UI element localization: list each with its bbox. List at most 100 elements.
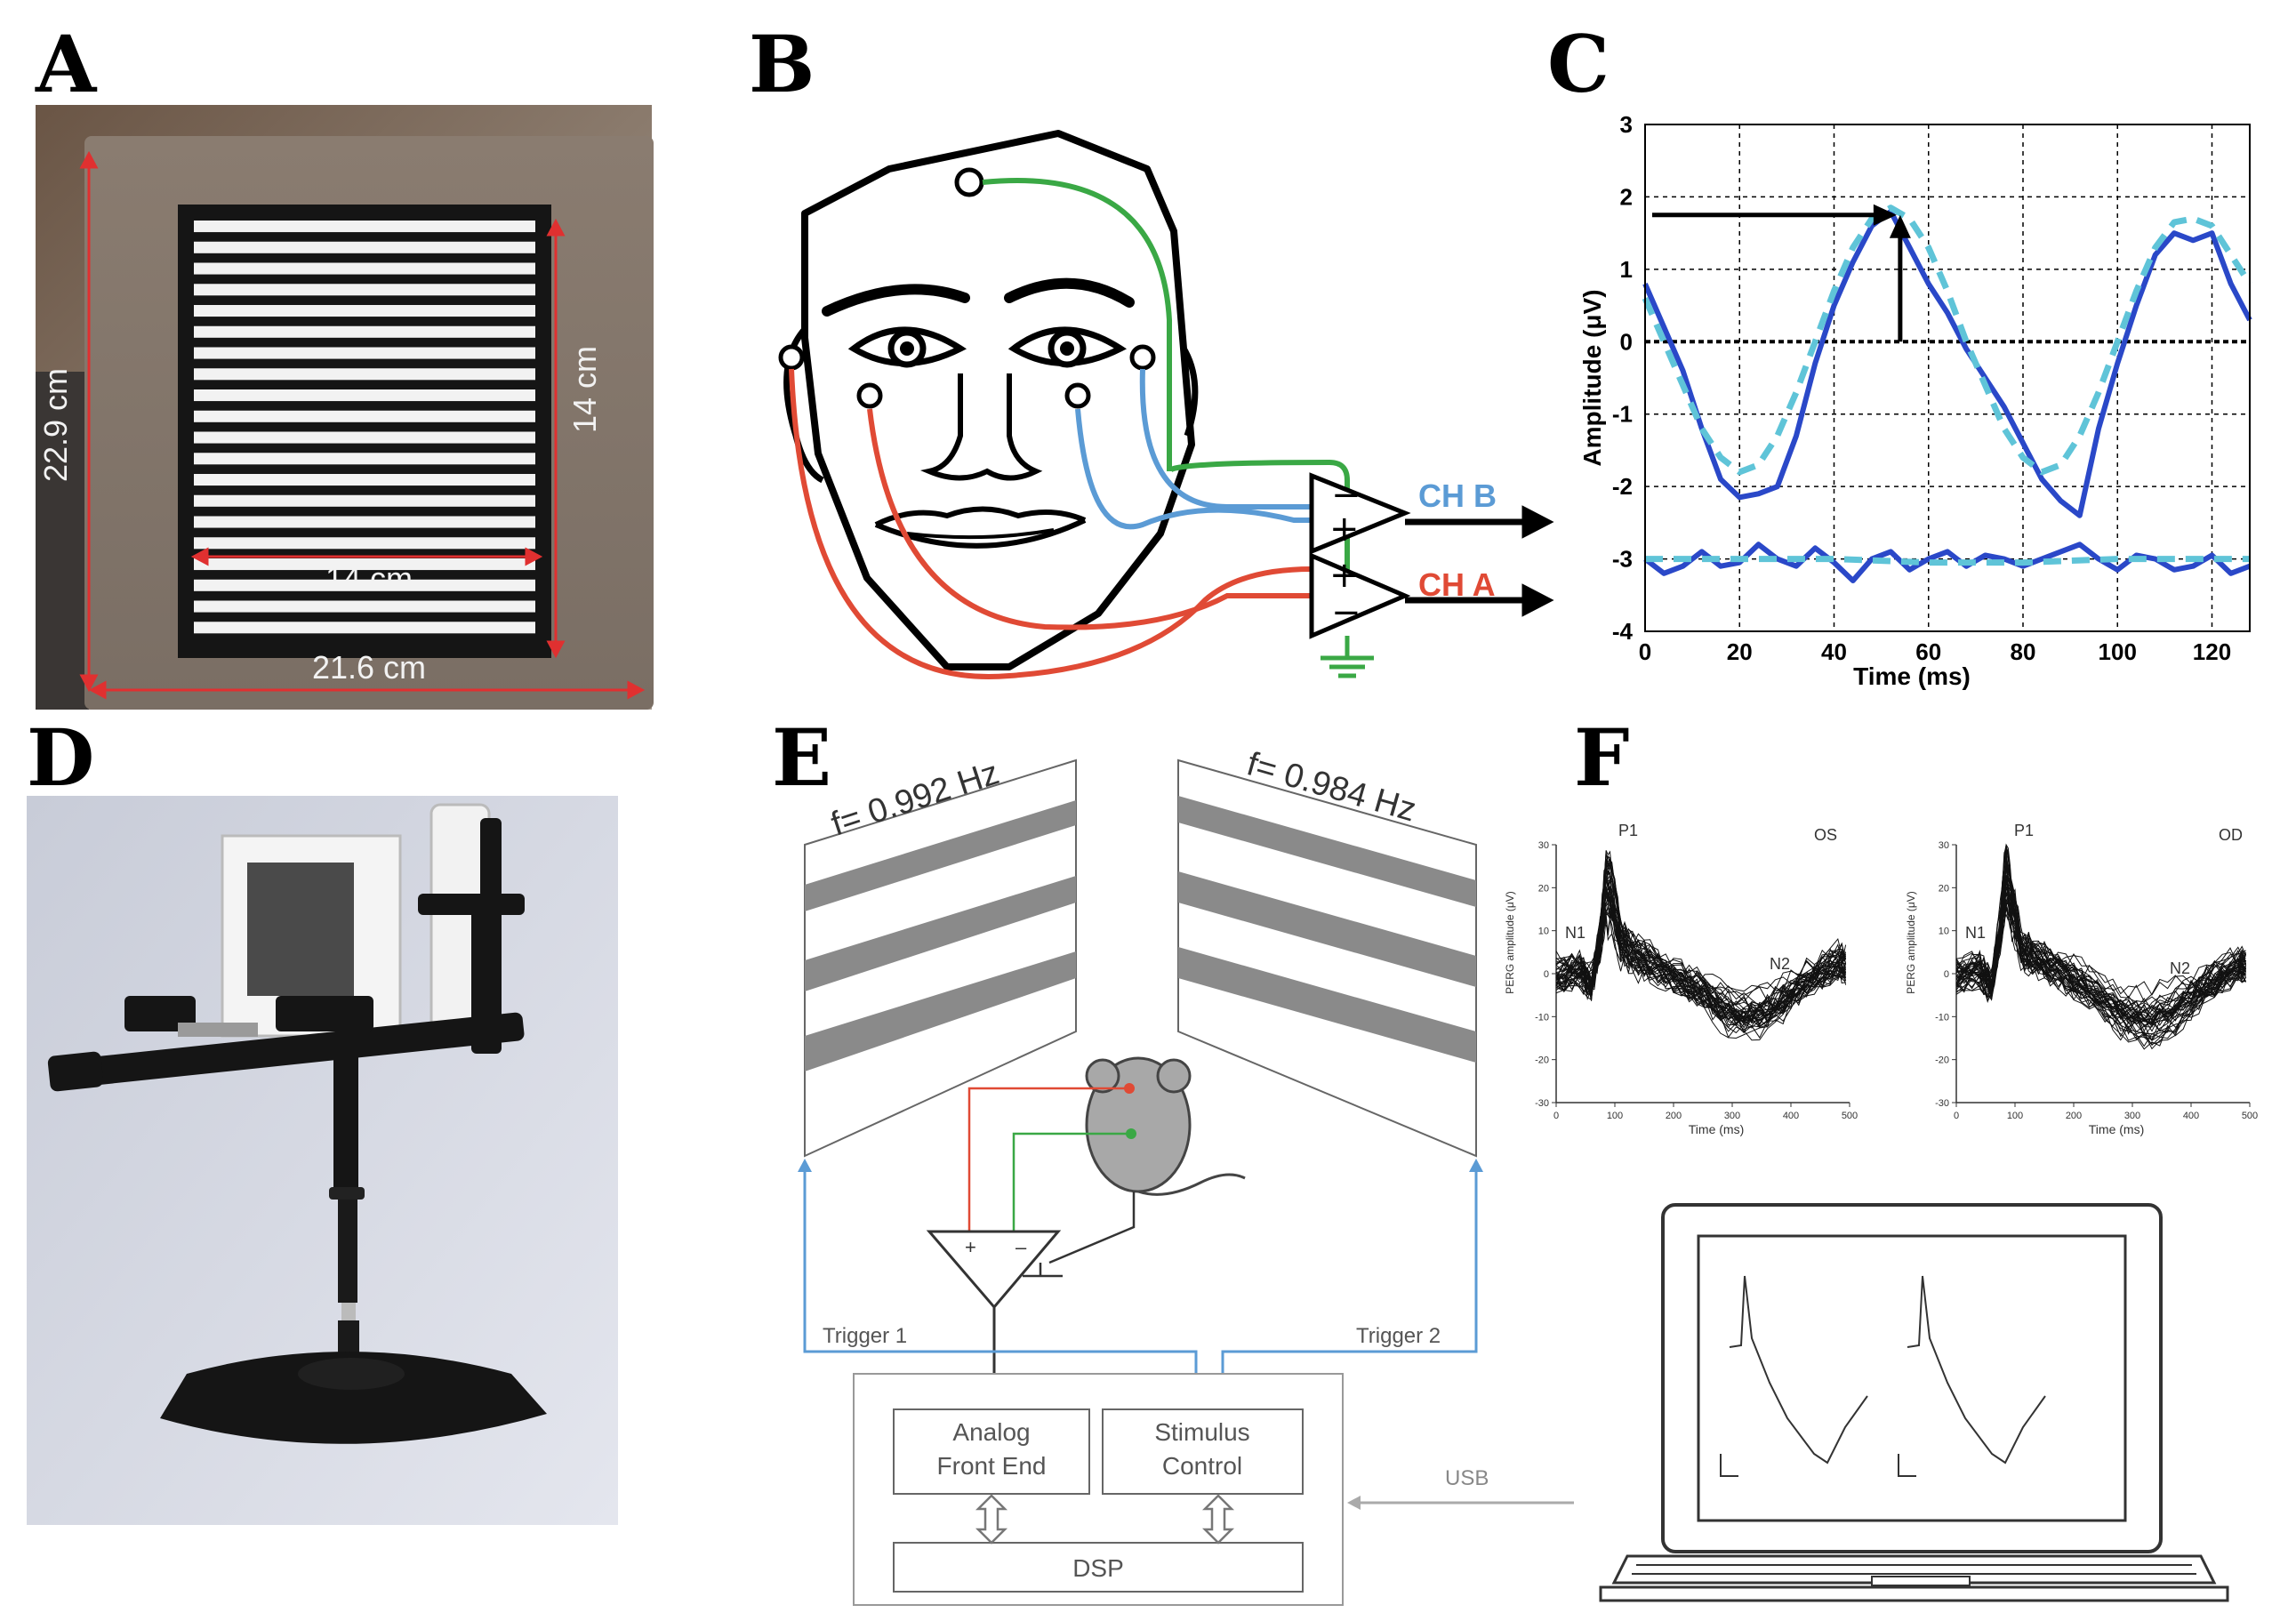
laptop-screen xyxy=(1697,1234,2127,1522)
chart-ylabel: Amplitude (μV) xyxy=(1578,289,1606,466)
y-tick-label: -3 xyxy=(1612,546,1633,573)
screen-waveform-1 xyxy=(1729,1275,1868,1465)
x-tick-label: 80 xyxy=(2011,638,2036,665)
perg-trace xyxy=(1555,913,1846,1023)
dim-inner-width: 14 cm xyxy=(325,560,413,597)
peak-arrowhead-vertical xyxy=(1889,214,1911,238)
svg-text:N1: N1 xyxy=(1965,924,1986,942)
peak-arrowhead-horizontal xyxy=(1873,204,1897,226)
grating-stripe xyxy=(194,305,535,317)
svg-text:N2: N2 xyxy=(2170,959,2190,977)
wire-red-plus xyxy=(789,368,1313,679)
y-tick-label: 2 xyxy=(1620,183,1633,210)
dsp-label: DSP xyxy=(1072,1554,1124,1582)
y-tick-label: -1 xyxy=(1612,401,1633,428)
perg-y-tick: 30 xyxy=(1939,840,1949,851)
wire-red-minus xyxy=(867,408,1312,630)
perg-y-tick: -30 xyxy=(1935,1098,1949,1109)
perg-trace xyxy=(1555,855,1847,1020)
perg-x-tick: 400 xyxy=(2183,1111,2199,1121)
left-grating xyxy=(804,758,1077,1158)
svg-text:PERG amplitude (μV): PERG amplitude (μV) xyxy=(1504,891,1516,994)
perg-y-tick: 20 xyxy=(1538,883,1549,894)
perg-x-tick: 200 xyxy=(1666,1111,1682,1121)
series-line-0 xyxy=(1642,208,2252,518)
dim-inner-height: 14 cm xyxy=(566,346,603,433)
svg-text:–: – xyxy=(1016,1236,1027,1258)
perg-trace xyxy=(1955,877,2246,1032)
grating-stripe xyxy=(194,494,535,507)
svg-text:+: + xyxy=(965,1236,976,1258)
perg-x-tick: 300 xyxy=(2124,1111,2140,1121)
wire-green-ground xyxy=(982,177,1350,578)
y-tick-label: 1 xyxy=(1620,256,1633,283)
perg-y-tick: 20 xyxy=(1939,883,1949,894)
wire-blue-minus xyxy=(1075,408,1312,530)
svg-text:N1: N1 xyxy=(1565,924,1586,942)
y-tick-label: -4 xyxy=(1612,618,1634,645)
perg-trace xyxy=(1955,867,2247,1050)
grating-stripe xyxy=(194,325,535,338)
grating-stripe xyxy=(194,389,535,402)
dim-outer-width: 21.6 cm xyxy=(312,649,426,686)
panel-e-diagram: f= 0.992 Hz f= 0.984 Hz + – Trigger 1 Tr… xyxy=(798,745,1574,1606)
horizontal-arm xyxy=(62,1012,525,1088)
stimulus-control-box xyxy=(1102,1408,1304,1495)
svg-text:P1: P1 xyxy=(1618,822,1638,839)
perg-trace xyxy=(1955,856,2247,1035)
perg-trace xyxy=(1955,847,2247,1032)
perg-x-tick: 500 xyxy=(1842,1111,1858,1121)
perg-x-tick: 100 xyxy=(1607,1111,1623,1121)
perg-x-tick: 200 xyxy=(2066,1111,2082,1121)
wire-blue-plus xyxy=(1139,368,1312,510)
label-ch-a: CH A xyxy=(1418,566,1496,603)
grating-stripe xyxy=(194,241,535,253)
series-line-1 xyxy=(1642,205,2252,476)
panel-letter-d: D xyxy=(27,711,95,804)
x-tick-label: 40 xyxy=(1821,638,1847,665)
svg-text:P1: P1 xyxy=(2014,822,2034,839)
panel-a-photo: 22.9 cm 14 cm 14 cm 21.6 cm xyxy=(36,105,654,710)
left-eye xyxy=(847,326,967,368)
x-tick-label: 0 xyxy=(1639,638,1651,665)
label-ch-b: CH B xyxy=(1418,477,1497,514)
chart-frame xyxy=(1644,124,2251,632)
stand-base xyxy=(160,1352,547,1444)
perg-trace xyxy=(1555,878,1846,1013)
svg-text:PERG amplitude (μV): PERG amplitude (μV) xyxy=(1905,891,1917,994)
chart-grid xyxy=(1644,124,2250,632)
right-grating xyxy=(1177,758,1477,1158)
perg-y-tick: 0 xyxy=(1944,969,1949,980)
svg-text:Front End: Front End xyxy=(937,1452,1047,1480)
perg-trace xyxy=(1555,886,1847,1003)
svg-text:+: + xyxy=(1329,555,1360,596)
grating-stripe xyxy=(194,600,535,613)
perg-x-tick: 0 xyxy=(1954,1111,1959,1121)
x-tick-label: 60 xyxy=(1915,638,1941,665)
y-tick-label: 0 xyxy=(1620,328,1633,355)
x-tick-label: 120 xyxy=(2193,638,2231,665)
perg-x-tick: 100 xyxy=(2007,1111,2023,1121)
perg-x-tick: 400 xyxy=(1783,1111,1799,1121)
perg-y-tick: -20 xyxy=(1535,1055,1549,1066)
perg-y-tick: 0 xyxy=(1544,969,1549,980)
grating-stripe xyxy=(194,347,535,359)
panel-letter-f: F xyxy=(1574,711,1630,804)
laptop xyxy=(1599,1203,2229,1602)
svg-text:Time (ms): Time (ms) xyxy=(1689,1122,1744,1136)
peak-annotation-arrows xyxy=(1652,204,1911,342)
perg-y-tick: -10 xyxy=(1535,1012,1549,1023)
dsp-box xyxy=(893,1542,1304,1593)
svg-text:−: − xyxy=(1331,475,1361,516)
svg-text:−: − xyxy=(1331,592,1361,633)
grating-stripe xyxy=(194,558,535,571)
svg-text:Time (ms): Time (ms) xyxy=(2089,1122,2144,1136)
head-outline xyxy=(801,130,1195,670)
grating-stripe xyxy=(194,284,535,296)
grating-stripe xyxy=(194,431,535,444)
